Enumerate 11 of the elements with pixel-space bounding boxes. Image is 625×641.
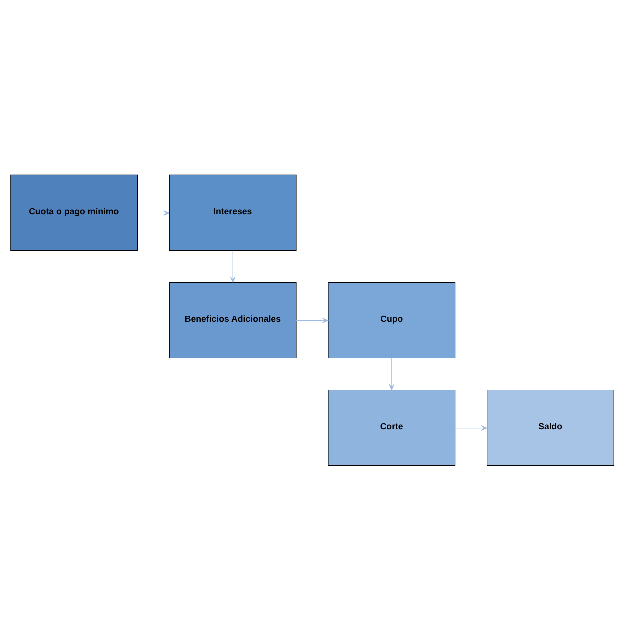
arrow — [389, 358, 395, 390]
node-box: Saldo — [487, 390, 614, 466]
arrow — [230, 250, 236, 283]
node-box: Corte — [328, 390, 456, 466]
arrow — [296, 318, 329, 324]
node-box: Intereses — [169, 174, 297, 252]
node-box: Cupo — [328, 282, 456, 359]
node-box: Cuota o pago mínimo — [10, 174, 138, 252]
arrow — [455, 426, 488, 432]
arrow — [137, 210, 170, 216]
node-box: Beneficios Adicionales — [169, 282, 297, 359]
